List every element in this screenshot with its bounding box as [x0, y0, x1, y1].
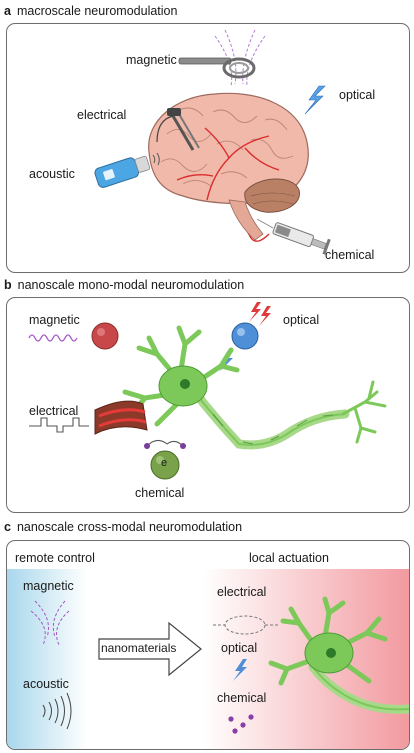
panel-b-illustration — [28, 302, 387, 480]
remote-label-magnetic: magnetic — [23, 579, 74, 593]
axon — [188, 385, 350, 450]
local-label-optical: optical — [221, 641, 258, 655]
lightning-bolt-icon — [304, 85, 326, 115]
label-optical: optical — [283, 313, 320, 327]
label-magnetic: magnetic — [29, 313, 80, 327]
panel-a-illustration — [94, 29, 331, 255]
chemical-nanoparticle — [144, 440, 186, 480]
magnetic-field-lines — [30, 600, 70, 646]
electrical-pulse-icon — [29, 417, 89, 433]
local-label-chemical: chemical — [217, 691, 267, 705]
red-lightning-icon-2 — [259, 306, 271, 326]
blue-lightning-icon — [233, 659, 247, 681]
panel-b-title-text: nanoscale mono-modal neuromodulation — [17, 278, 245, 292]
panel-c-title-text: nanoscale cross-modal neuromodulation — [16, 520, 243, 534]
panel-a-title-text: macroscale neuromodulation — [16, 4, 178, 18]
label-acoustic: acoustic — [29, 167, 75, 181]
electrode-probe-icon — [156, 108, 200, 151]
panel-c-title: c nanoscale cross-modal neuromodulation — [4, 520, 242, 534]
electrode-cuff — [94, 400, 148, 435]
local-actuation-title: local actuation — [249, 551, 329, 565]
label-electrical: electrical — [29, 404, 79, 418]
optical-nanoparticle — [231, 322, 259, 350]
neuron-cell-body — [268, 596, 388, 686]
syringe-icon — [256, 218, 331, 255]
panel-a: magnetic optical electrical acoustic che… — [6, 23, 410, 273]
label-electron: e — [161, 457, 168, 469]
chemical-molecules — [228, 714, 254, 734]
remote-label-acoustic: acoustic — [23, 677, 69, 691]
ultrasound-transducer-icon — [94, 152, 160, 188]
remote-control-title: remote control — [15, 551, 95, 565]
label-optical: optical — [339, 88, 376, 102]
panel-c: remote control local actuation magnetic … — [6, 540, 410, 750]
magnetic-nanoparticle — [91, 322, 119, 350]
brain-illustration — [148, 92, 309, 242]
arrow-label-nanomaterials: nanomaterials — [101, 641, 177, 655]
neuron-cell-body — [122, 325, 240, 427]
panel-c-letter: c — [4, 520, 11, 534]
label-electrical: electrical — [77, 108, 127, 122]
electrical-current-loops — [213, 615, 279, 635]
red-lightning-icon — [249, 302, 261, 322]
nanomaterials-arrow — [98, 621, 202, 677]
panel-a-title: a macroscale neuromodulation — [4, 4, 177, 18]
label-magnetic: magnetic — [126, 53, 177, 67]
acoustic-wave-icon — [42, 692, 72, 730]
remote-control-gradient — [7, 569, 87, 749]
panel-b-title: b nanoscale mono-modal neuromodulation — [4, 278, 244, 292]
label-chemical: chemical — [325, 248, 375, 262]
panel-b-letter: b — [4, 278, 12, 292]
local-label-electrical: electrical — [217, 585, 267, 599]
panel-b: magnetic optical electrical e chemical — [6, 297, 410, 513]
panel-a-letter: a — [4, 4, 11, 18]
axon-terminal — [341, 380, 387, 444]
magnetic-wave-icon — [28, 334, 78, 342]
magnetic-coil-icon — [178, 57, 256, 79]
panel-c-illustration — [30, 596, 409, 734]
label-chemical: chemical — [135, 486, 185, 500]
